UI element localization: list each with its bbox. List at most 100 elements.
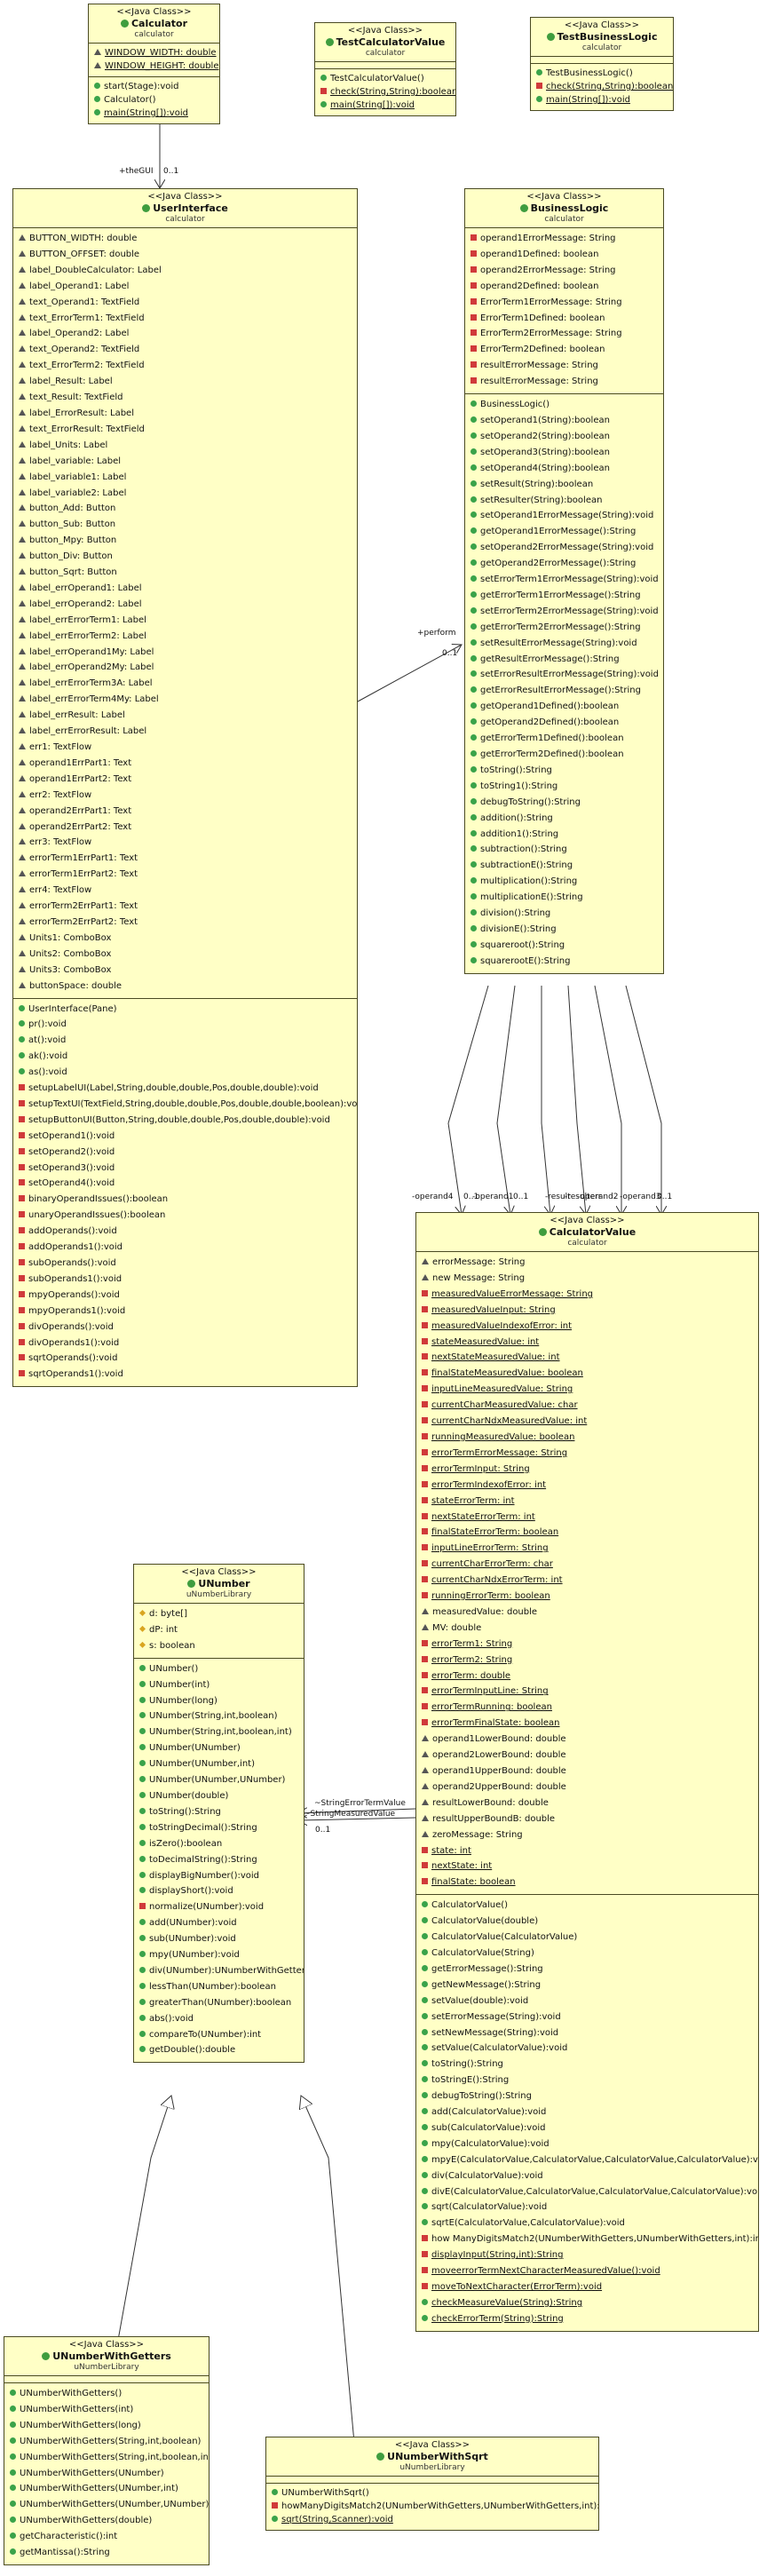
attribute-row[interactable]: label_errOperand1: Label	[13, 581, 357, 597]
attribute-row[interactable]: new Message: String	[416, 1271, 758, 1287]
attribute-row[interactable]: inputLineMeasuredValue: String	[416, 1382, 758, 1398]
method-row[interactable]: at():void	[13, 1033, 357, 1049]
attribute-row[interactable]: runningErrorTerm: boolean	[416, 1589, 758, 1605]
method-row[interactable]: CalculatorValue(String)	[416, 1946, 758, 1962]
method-row[interactable]: div(CalculatorValue):void	[416, 2168, 758, 2184]
method-row[interactable]: setErrorTerm2ErrorMessage(String):void	[465, 604, 663, 620]
method-row[interactable]: toString1():String	[465, 779, 663, 795]
attribute-row[interactable]: text_Operand1: TextField	[13, 295, 357, 311]
method-row[interactable]: division():String	[465, 906, 663, 922]
method-row[interactable]: debugToString():String	[465, 795, 663, 811]
attribute-row[interactable]: label_errOperand2: Label	[13, 597, 357, 613]
method-row[interactable]: getCharacteristic():int	[4, 2529, 209, 2545]
method-row[interactable]: setOperand4():void	[13, 1176, 357, 1192]
method-row[interactable]: as():void	[13, 1065, 357, 1081]
method-row[interactable]: debugToString():String	[416, 2089, 758, 2104]
method-row[interactable]: UNumberWithGetters()	[4, 2386, 209, 2402]
method-row[interactable]: sqrt(String,Scanner):void	[266, 2513, 598, 2526]
attribute-row[interactable]: errorTerm2ErrPart1: Text	[13, 899, 357, 915]
method-row[interactable]: setOperand4(String):boolean	[465, 461, 663, 477]
attribute-row[interactable]: label_errResult: Label	[13, 708, 357, 724]
attribute-row[interactable]: currentCharNdxMeasuredValue: int	[416, 1414, 758, 1430]
method-row[interactable]: setErrorTerm1ErrorMessage(String):void	[465, 572, 663, 588]
method-row[interactable]: setOperand1ErrorMessage(String):void	[465, 508, 663, 524]
attribute-row[interactable]: button_Div: Button	[13, 549, 357, 565]
method-row[interactable]: setOperand2ErrorMessage(String):void	[465, 540, 663, 556]
attribute-row[interactable]: err3: TextFlow	[13, 835, 357, 851]
method-row[interactable]: mpyOperands1():void	[13, 1304, 357, 1320]
attribute-row[interactable]: button_Add: Button	[13, 501, 357, 517]
method-row[interactable]: greaterThan(UNumber):boolean	[134, 1995, 304, 2011]
method-row[interactable]: setErrorMessage(String):void	[416, 2009, 758, 2025]
method-row[interactable]: getMantissa():String	[4, 2545, 209, 2561]
attribute-row[interactable]: inputLineErrorTerm: String	[416, 1541, 758, 1557]
attribute-row[interactable]: resultUpperBoundB: double	[416, 1811, 758, 1827]
attribute-row[interactable]: ErrorTerm2ErrorMessage: String	[465, 326, 663, 342]
attribute-row[interactable]: err4: TextFlow	[13, 883, 357, 899]
attribute-row[interactable]: errorTerm2ErrPart2: Text	[13, 915, 357, 931]
attribute-row[interactable]: errorTerm: double	[416, 1668, 758, 1684]
method-row[interactable]: getErrorMessage():String	[416, 1962, 758, 1978]
method-row[interactable]: setOperand1():void	[13, 1129, 357, 1145]
attribute-row[interactable]: label_errErrorTerm4My: Label	[13, 692, 357, 708]
attribute-row[interactable]: Units2: ComboBox	[13, 947, 357, 963]
method-row[interactable]: UNumber(UNumber,int)	[134, 1756, 304, 1772]
method-row[interactable]: toString():String	[465, 763, 663, 779]
method-row[interactable]: getErrorTerm1Defined():boolean	[465, 731, 663, 747]
method-row[interactable]: toStringE():String	[416, 2073, 758, 2089]
method-row[interactable]: displayShort():void	[134, 1883, 304, 1899]
method-row[interactable]: mpy(UNumber):void	[134, 1947, 304, 1963]
method-row[interactable]: setupTextUI(TextField,String,double,doub…	[13, 1097, 357, 1113]
attribute-row[interactable]: nextState: int	[416, 1859, 758, 1875]
method-row[interactable]: addition():String	[465, 811, 663, 827]
attribute-row[interactable]: ErrorTerm2Defined: boolean	[465, 342, 663, 358]
method-row[interactable]: setNewMessage(String):void	[416, 2025, 758, 2041]
method-row[interactable]: toString():String	[134, 1804, 304, 1820]
attribute-row[interactable]: zeroMessage: String	[416, 1827, 758, 1843]
method-row[interactable]: abs():void	[134, 2011, 304, 2027]
method-row[interactable]: UNumberWithSqrt()	[266, 2486, 598, 2500]
attribute-row[interactable]: errorTermErrorMessage: String	[416, 1446, 758, 1462]
method-row[interactable]: setValue(double):void	[416, 1993, 758, 2009]
method-row[interactable]: mpyE(CalculatorValue,CalculatorValue,Cal…	[416, 2152, 758, 2168]
method-row[interactable]: setResultErrorMessage(String):void	[465, 636, 663, 652]
method-row[interactable]: compareTo(UNumber):int	[134, 2027, 304, 2043]
attribute-row[interactable]: button_Sqrt: Button	[13, 565, 357, 581]
attribute-row[interactable]: errorTerm1ErrPart1: Text	[13, 851, 357, 867]
method-row[interactable]: div(UNumber):UNumberWithGetters	[134, 1963, 304, 1979]
attribute-row[interactable]: errorTermInputLine: String	[416, 1684, 758, 1700]
method-row[interactable]: getDouble():double	[134, 2042, 304, 2058]
method-row[interactable]: TestCalculatorValue()	[315, 72, 455, 85]
method-row[interactable]: squarerootE():String	[465, 954, 663, 970]
method-row[interactable]: toDecimalString():String	[134, 1852, 304, 1868]
attribute-row[interactable]: resultErrorMessage: String	[465, 374, 663, 390]
attribute-row[interactable]: label_Units: Label	[13, 438, 357, 454]
attribute-row[interactable]: label_errOperand1My: Label	[13, 645, 357, 661]
method-row[interactable]: setOperand3():void	[13, 1161, 357, 1177]
attribute-row[interactable]: operand2LowerBound: double	[416, 1748, 758, 1764]
attribute-row[interactable]: errorTerm1ErrPart2: Text	[13, 867, 357, 883]
method-row[interactable]: addition1():String	[465, 827, 663, 843]
method-row[interactable]: UNumberWithGetters(UNumber,UNumber)	[4, 2497, 209, 2513]
attribute-row[interactable]: buttonSpace: double	[13, 979, 357, 995]
attribute-row[interactable]: operand2UpperBound: double	[416, 1779, 758, 1795]
method-row[interactable]: TestBusinessLogic()	[531, 67, 673, 80]
method-row[interactable]: isZero():boolean	[134, 1836, 304, 1852]
method-row[interactable]: sqrt(CalculatorValue):void	[416, 2200, 758, 2215]
attribute-row[interactable]: label_Operand2: Label	[13, 326, 357, 342]
attribute-row[interactable]: label_errErrorTerm2: Label	[13, 629, 357, 645]
method-row[interactable]: UNumber(UNumber)	[134, 1740, 304, 1756]
attribute-row[interactable]: text_ErrorTerm1: TextField	[13, 311, 357, 327]
attribute-row[interactable]: nextStateErrorTerm: int	[416, 1510, 758, 1526]
attribute-row[interactable]: label_ErrorResult: Label	[13, 406, 357, 422]
attribute-row[interactable]: errorTermFinalState: boolean	[416, 1716, 758, 1732]
attribute-row[interactable]: button_Mpy: Button	[13, 533, 357, 549]
attribute-row[interactable]: ErrorTerm1ErrorMessage: String	[465, 295, 663, 311]
attribute-row[interactable]: measuredValueIndexofError: int	[416, 1319, 758, 1335]
attribute-row[interactable]: operand2Defined: boolean	[465, 279, 663, 295]
method-row[interactable]: subOperands():void	[13, 1256, 357, 1272]
attribute-row[interactable]: dP: int	[134, 1622, 304, 1638]
